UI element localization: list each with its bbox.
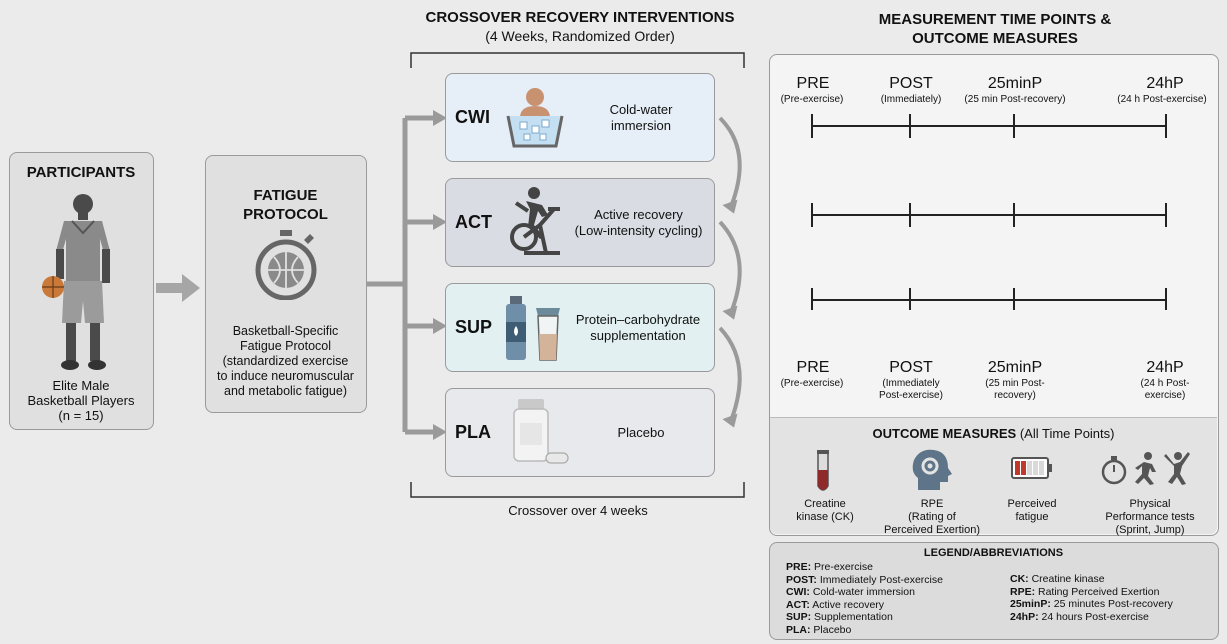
tp-bottom-post: POST [889,359,933,376]
participants-caption: Elite Male Basketball Players (n = 15) [27,378,135,423]
bottom-bracket [410,482,745,498]
act-desc: Active recovery (Low-intensity cycling) [574,207,703,238]
measurement-title: MEASUREMENT TIME POINTS & OUTCOME MEASUR… [878,11,1112,47]
intervention-box-cwi: CWI Cold-water immersion [445,73,715,162]
top-bracket [410,52,745,68]
sup-desc: Protein–carbohydrate supplementation [575,312,701,343]
participants-panel: PARTICIPANTS Elite Male Basketball Playe… [9,152,154,430]
fatigue-caption: Basketball-Specific Fatigue Protocol (st… [217,324,354,398]
supplement-bottles-icon [506,296,560,361]
tp-top-pre: PRE [796,75,830,92]
stopwatch-basketball-icon [255,230,317,300]
tp-top-24hp-sub: (24 h Post-exercise) [1117,94,1207,105]
tp-top-25minp-sub: (25 min Post-recovery) [964,94,1066,105]
stopwatch-runner-icon [1101,452,1190,485]
legend-panel: LEGEND/ABBREVIATIONS PRE: Pre-exercise P… [769,542,1219,640]
intervention-box-pla: PLA Placebo [445,388,715,477]
tp-top-24hp: 24hP [1146,75,1184,92]
outcome-measures-section: OUTCOME MEASURES (All Time Points) Creat… [770,417,1217,536]
legend-item: RPE: Rating Perceived Exertion [1010,585,1160,598]
head-gear-icon [912,449,952,490]
pla-code: PLA [455,422,491,442]
cwi-code: CWI [455,107,490,127]
test-tube-icon [817,450,829,491]
legend-item: ACT: Active recovery [786,598,885,611]
exercise-bike-icon [510,187,560,255]
legend-item: 24hP: 24 hours Post-exercise [1010,610,1149,623]
tp-bottom-pre-sub: (Pre-exercise) [780,378,844,389]
basketball-player-icon [42,194,110,370]
tp-bottom-25minp-sub: (25 min Post- recovery) [985,378,1045,401]
legend-item: POST: Immediately Post-exercise [786,573,943,586]
act-code: ACT [455,212,492,232]
legend-title: LEGEND/ABBREVIATIONS [923,547,1064,559]
fatigue-protocol-panel: FATIGUE PROTOCOL Basketball-Specific Fat… [205,155,367,413]
legend-item: SUP: Supplementation [786,611,893,623]
pla-desc: Placebo [617,425,665,440]
outcome-rpe-label: RPE (Rating of Perceived Exertion) [884,498,980,536]
participants-title: PARTICIPANTS [26,164,136,181]
legend-right: CK: Creatine kinase RPE: Rating Perceive… [1010,573,1173,623]
tp-top-pre-sub: (Pre-exercise) [780,94,844,105]
legend-item: CK: Creatine kinase [1010,573,1105,585]
pill-bottle-icon [513,399,569,464]
legend-item: PRE: Pre-exercise [786,561,873,573]
outcome-performance-label: Physical Performance tests (Sprint, Jump… [1105,498,1195,536]
legend-item: CWI: Cold-water immersion [786,586,915,598]
outcome-title: OUTCOME MEASURES (All Time Points) [872,426,1115,441]
outcome-ck-label: Creatine kinase (CK) [796,498,854,523]
sup-code: SUP [455,317,493,337]
legend-left: PRE: Pre-exercise POST: Immediately Post… [786,561,943,636]
arrow-to-fatigue [156,274,200,302]
tp-top-post-sub: (Immediately) [880,94,942,105]
legend-item: PLA: Placebo [786,623,852,636]
tp-bottom-24hp-sub: (24 h Post- exercise) [1140,378,1190,401]
crossover-arrows [718,116,742,428]
tp-bottom-24hp: 24hP [1146,359,1184,376]
tp-top-25minp: 25minP [987,75,1043,92]
measurement-panel: PRE (Pre-exercise) POST (Immediately) 25… [769,54,1219,536]
legend-item: 25minP: 25 minutes Post-recovery [1010,598,1173,610]
tp-bottom-25minp: 25minP [987,359,1043,376]
interventions-title: CROSSOVER RECOVERY INTERVENTIONS [425,9,735,26]
fatigue-title: FATIGUE PROTOCOL [243,187,328,223]
low-battery-icon [1011,457,1052,479]
intervention-box-sup: SUP Protein–carbohydrate supplementation [445,283,715,372]
cwi-desc: Cold-water immersion [609,102,673,133]
tp-bottom-post-sub: (Immediately Post-exercise) [879,378,943,401]
outcome-fatigue-label: Perceived fatigue [1007,498,1057,523]
interventions-subtitle: (4 Weeks, Randomized Order) [485,28,675,44]
tp-top-post: POST [889,75,933,92]
branch-arrows [367,110,447,440]
crossover-footer: Crossover over 4 weeks [508,503,648,518]
cold-water-tub-icon [506,88,564,148]
tp-bottom-pre: PRE [796,359,830,376]
timelines [811,114,1167,310]
intervention-box-act: ACT Active recovery (Low-intensity cycli… [445,178,715,267]
